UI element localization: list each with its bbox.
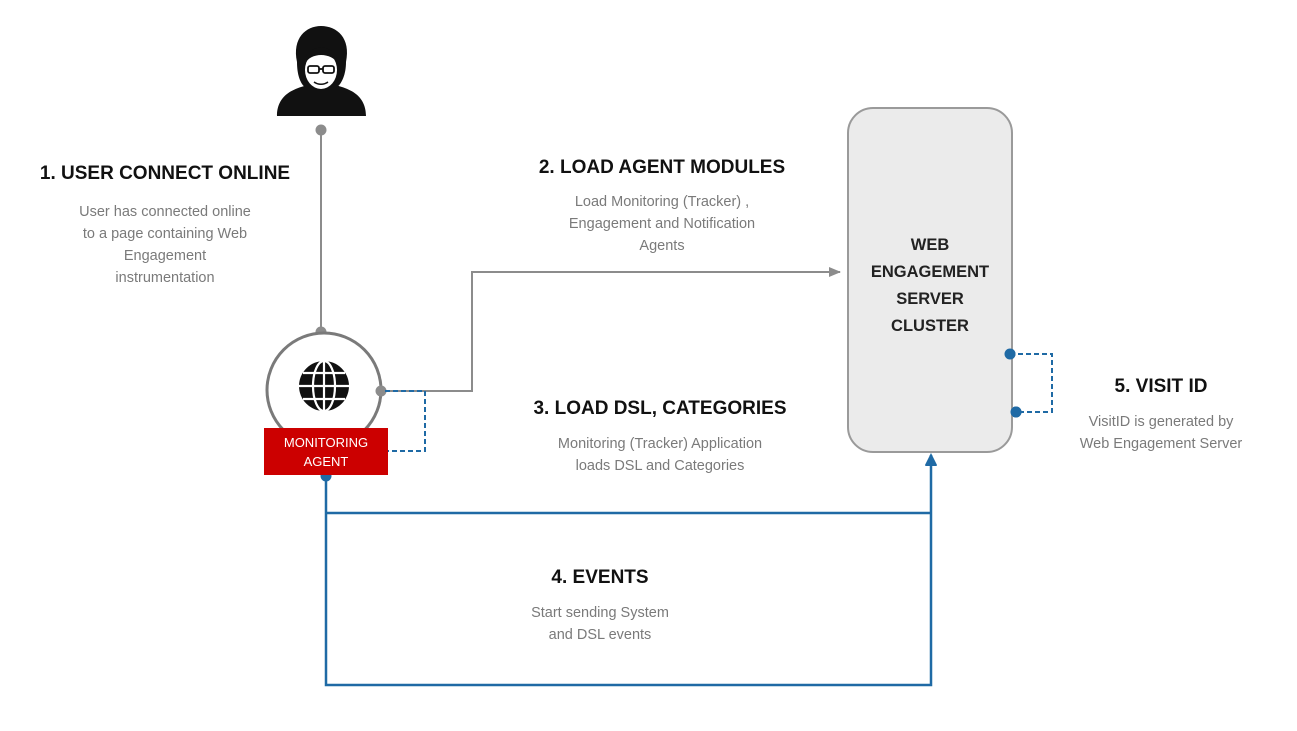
load-modules-arrow [381, 267, 841, 392]
connector-dot [315, 124, 327, 136]
step-3-description: Monitoring (Tracker) Application loads D… [557, 436, 763, 474]
connector-dot [375, 385, 387, 397]
monitoring-agent-badge: MONITORING AGENT [264, 428, 388, 475]
step-1-description: User has connected online to a page cont… [79, 204, 251, 286]
events-outer-line [324, 454, 937, 687]
step-2-title: 2. LOAD AGENT MODULES [538, 157, 786, 178]
visit-id-loop [1010, 353, 1053, 413]
step-1-title: 1. USER CONNECT ONLINE [39, 163, 291, 184]
globe-icon [299, 359, 349, 413]
step-4-title: 4. EVENTS [551, 567, 649, 588]
server-cluster-box [847, 107, 1013, 453]
step-5-description: VisitID is generated by Web Engagement S… [1079, 414, 1243, 452]
load-dsl-loop [385, 390, 426, 452]
step-4-description: Start sending System and DSL events [531, 605, 669, 643]
step-5-title: 5. VISIT ID [1114, 376, 1208, 397]
user-avatar-icon [277, 26, 366, 116]
server-cluster-label: WEB ENGAGEMENT SERVER CLUSTER [870, 236, 990, 335]
step-2-description: Load Monitoring (Tracker) , Engagement a… [568, 194, 756, 254]
step-3-title: 3. LOAD DSL, CATEGORIES [533, 398, 787, 419]
